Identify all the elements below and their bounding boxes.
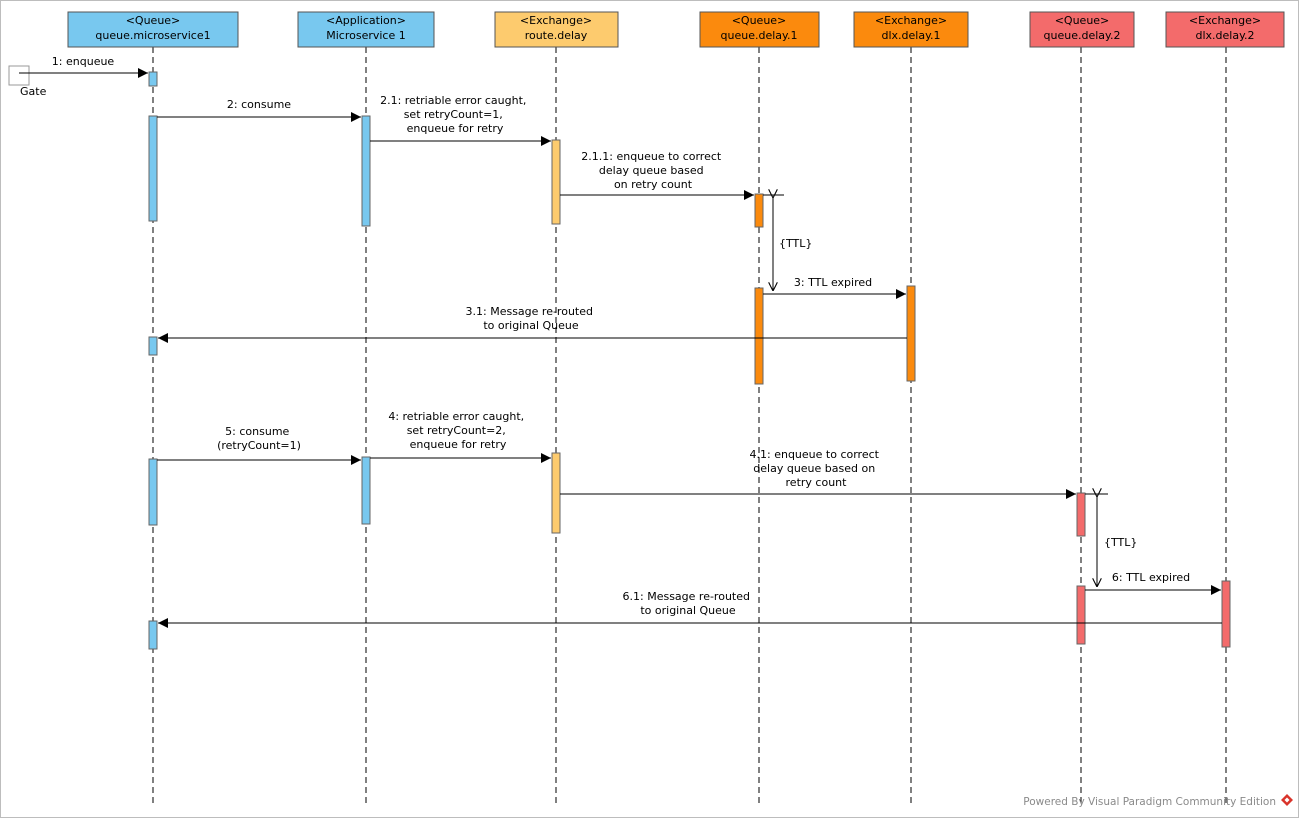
lifeline-header-box [1029,11,1135,48]
activation-bar [148,458,158,526]
activation-bar [906,285,916,382]
activation-bar [754,287,764,385]
activation-bar [148,620,158,650]
message-2-1-1[interactable]: 2.1.1: enqueue to correct delay queue ba… [560,150,784,200]
message-4[interactable]: 4: retriable error caught, set retryCoun… [370,410,551,463]
activation-bar [551,452,561,534]
lifeline-header-box [494,11,619,48]
activation-bar [361,115,371,227]
message-3[interactable]: 3: TTL expired [763,276,906,299]
activation-bar [551,139,561,225]
message-4-1[interactable]: 4.1: enqueue to correct delay queue base… [560,448,1108,499]
message-2-1[interactable]: 2.1: retriable error caught, set retryCo… [370,94,551,146]
ttl-constraint-2[interactable]: {TTL} [1097,497,1137,587]
lifeline-header-box [67,11,239,48]
message-1[interactable]: 1: enqueue [19,55,148,78]
lifeline-stereotype: <Exchange> [520,14,592,27]
lifeline-queue-delay-1[interactable]: <Queue> queue.delay.1 [699,11,820,48]
activation-bar [754,193,764,228]
activation-bar [361,456,371,525]
lifeline-stereotype: <Exchange> [875,14,947,27]
activation-bar [1076,585,1086,645]
lifeline-name: queue.delay.2 [1044,29,1121,42]
message-label: 4: retriable error caught, set retryCoun… [388,410,527,451]
lifeline-stereotype: <Exchange> [1189,14,1261,27]
message-6[interactable]: 6: TTL expired [1085,571,1221,595]
activation-bar [148,71,158,87]
message-3-1[interactable]: 3.1: Message re-routed to original Queue [158,305,907,343]
activation-bar [148,115,158,222]
gate-label: Gate [20,85,47,98]
message-label: 6.1: Message re-routed to original Queue [623,590,754,617]
visual-paradigm-logo-icon [1281,794,1293,806]
footer: Powered By Visual Paradigm Community Edi… [1023,794,1293,808]
activation-bar [1221,580,1231,648]
activation-bar [148,336,158,356]
gate-box [8,65,30,86]
lifeline-name: route.delay [525,29,588,42]
message-label: 1: enqueue [52,55,115,68]
message-label: 3.1: Message re-routed to original Queue [466,305,597,332]
lifeline-queue-delay-2[interactable]: <Queue> queue.delay.2 [1029,11,1135,48]
footer-text: Powered By Visual Paradigm Community Edi… [1023,796,1276,808]
lifeline-name: dlx.delay.2 [1195,29,1254,42]
lifeline-name: dlx.delay.1 [881,29,940,42]
message-label: 3: TTL expired [794,276,872,289]
lifeline-name: queue.delay.1 [721,29,798,42]
ttl-label: {TTL} [1104,536,1137,549]
lifeline-stereotype: <Queue> [126,14,181,27]
lifeline-lines [152,47,1227,805]
message-5[interactable]: 5: consume (retryCount=1) [157,425,361,465]
ttl-label: {TTL} [779,237,812,250]
lifeline-name: queue.microservice1 [95,29,210,42]
lifeline-dlx-delay-2[interactable]: <Exchange> dlx.delay.2 [1165,11,1285,48]
lifeline-stereotype: <Application> [326,14,406,27]
activation-bars [148,71,1231,650]
activation-bar [1076,492,1086,537]
message-label: 6: TTL expired [1112,571,1190,584]
lifeline-queue-microservice1[interactable]: <Queue> queue.microservice1 [67,11,239,48]
lifeline-name: Microservice 1 [326,29,406,42]
message-2[interactable]: 2: consume [157,98,361,122]
ttl-constraint-1[interactable]: {TTL} [773,198,812,291]
lifeline-header-box [699,11,820,48]
lifeline-microservice-1[interactable]: <Application> Microservice 1 [297,11,435,48]
message-label: 2.1: retriable error caught, set retryCo… [380,94,530,135]
message-6-1[interactable]: 6.1: Message re-routed to original Queue [158,590,1222,628]
lifeline-dlx-delay-1[interactable]: <Exchange> dlx.delay.1 [853,11,969,48]
lifeline-header-box [853,11,969,48]
message-label: 5: consume (retryCount=1) [217,425,301,452]
lifeline-route-delay[interactable]: <Exchange> route.delay [494,11,619,48]
lifeline-header-box [297,11,435,48]
message-label: 4.1: enqueue to correct delay queue base… [750,448,883,489]
gate[interactable]: Gate [8,65,47,98]
message-label: 2.1.1: enqueue to correct delay queue ba… [581,150,724,191]
message-label: 2: consume [227,98,291,111]
lifeline-stereotype: <Queue> [732,14,787,27]
lifeline-header-box [1165,11,1285,48]
lifeline-stereotype: <Queue> [1055,14,1110,27]
